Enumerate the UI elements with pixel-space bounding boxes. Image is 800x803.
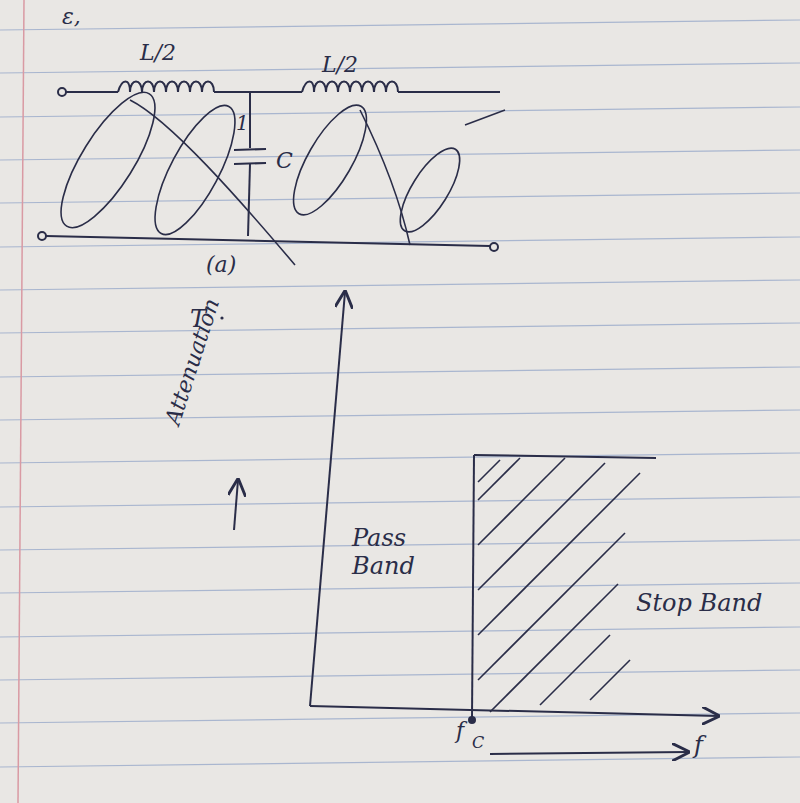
scribble-loops [45, 80, 505, 265]
stop-band-hatching [478, 458, 640, 712]
band-label: Pass Band [352, 525, 422, 580]
ink-mark: ε, [62, 4, 81, 29]
figure-label: (a) [206, 252, 236, 277]
ruled-lines [0, 20, 800, 767]
attenuation-graph [234, 292, 718, 754]
axis-label: f [694, 732, 703, 760]
dot [220, 316, 223, 319]
capacitor-label: C [276, 148, 293, 173]
cutoff-frequency: f [456, 718, 464, 743]
cutoff-subscript: C [472, 734, 484, 752]
band-label: Stop Band [636, 590, 762, 618]
tick-mark: 1 [236, 112, 249, 135]
t-section-circuit [38, 82, 500, 252]
margin-line [18, 0, 24, 803]
inductor-label: L/2 [140, 40, 176, 65]
inductor-label: L/2 [322, 52, 358, 77]
